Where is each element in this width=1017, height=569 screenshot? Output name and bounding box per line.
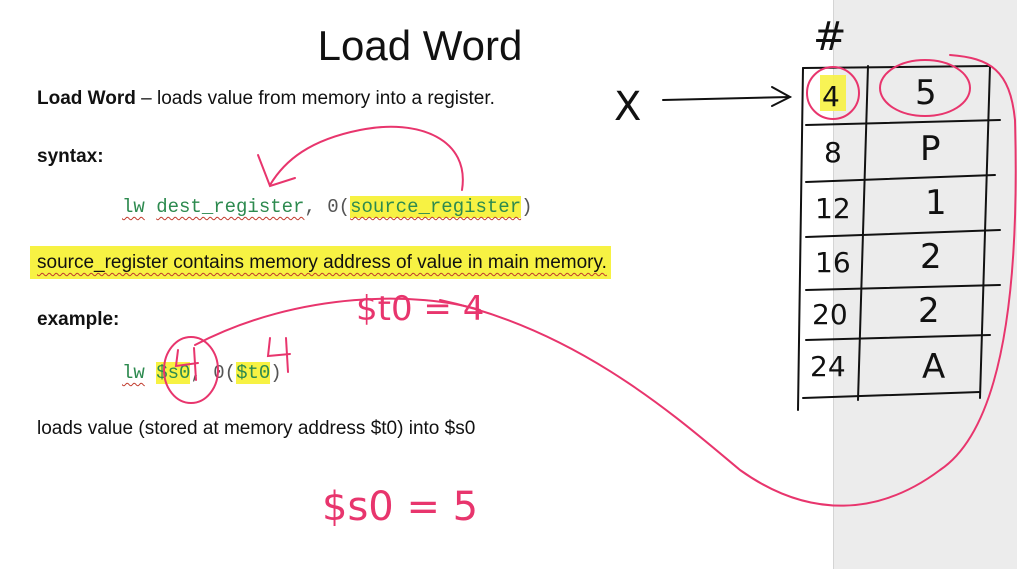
syntax-close-paren: ) <box>521 196 533 218</box>
source-note: source_register contains memory address … <box>30 246 611 279</box>
definition-text: – loads value from memory into a registe… <box>135 88 495 109</box>
example-source-register: $t0 <box>236 362 271 384</box>
source-note-text: source_register contains memory address … <box>37 252 607 273</box>
example-open-paren: ( <box>224 362 237 384</box>
loads-note: loads value (stored at memory address $t… <box>37 418 476 439</box>
example-close-paren: ) <box>270 362 282 384</box>
syntax-offset: , 0 <box>304 196 339 218</box>
slide-canvas: Load Word Load Word – loads value from m… <box>30 22 611 439</box>
syntax-code-line: lw dest_register, 0(source_register) <box>122 196 533 218</box>
syntax-source-register: source_register <box>350 196 522 218</box>
syntax-label: syntax: <box>37 146 104 167</box>
example-dest-register: $s0 <box>156 362 191 384</box>
side-panel <box>833 0 1017 569</box>
syntax-open-paren: ( <box>338 196 351 218</box>
example-code-line: lw $s0, 0($t0) <box>122 362 282 384</box>
definition-line: Load Word – loads value from memory into… <box>37 88 495 110</box>
syntax-opcode: lw <box>122 196 145 218</box>
example-offset: , 0 <box>190 362 225 384</box>
example-opcode: lw <box>122 362 145 384</box>
example-label: example: <box>37 309 120 330</box>
slide-title: Load Word <box>317 22 523 69</box>
definition-term: Load Word <box>37 88 136 109</box>
syntax-dest-register: dest_register <box>156 196 305 218</box>
